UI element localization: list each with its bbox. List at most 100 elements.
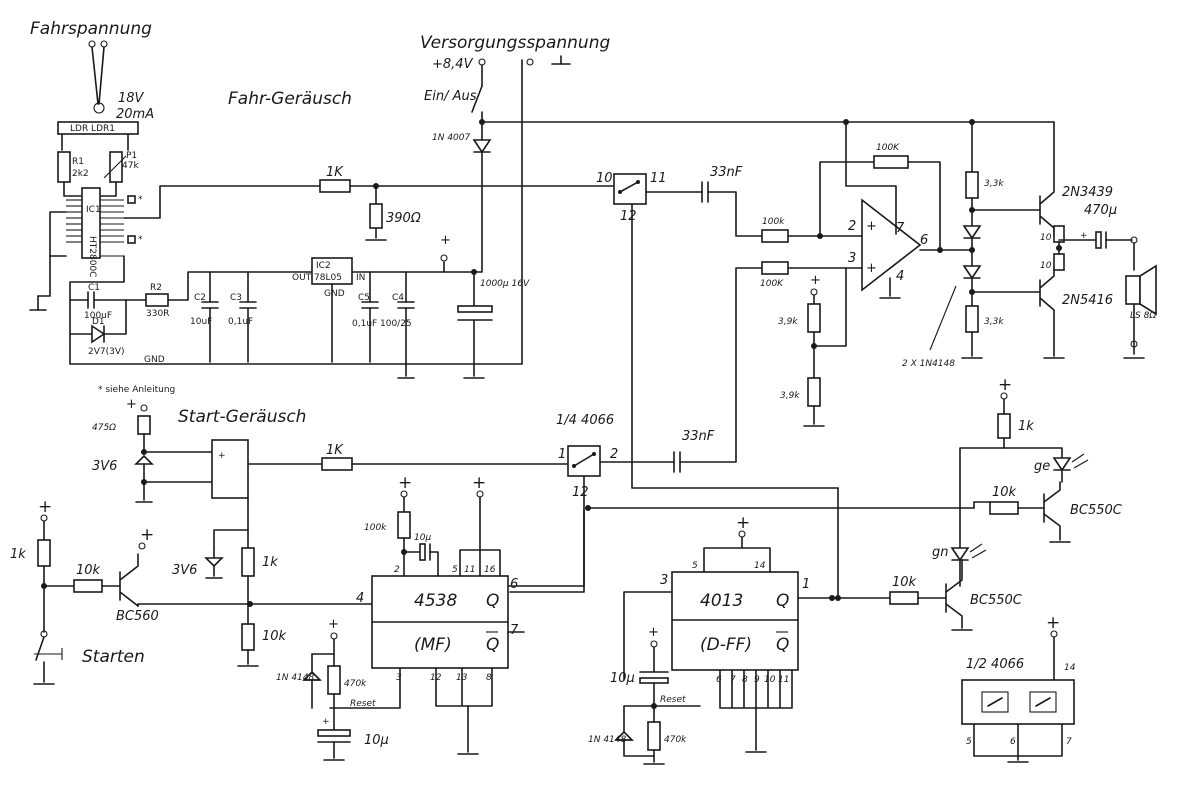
resistor-1k-mid [241, 547, 255, 577]
label-2n5416: 2N5416 [1062, 293, 1113, 308]
label-module-plus: + [218, 451, 226, 461]
label-ldr: LDR LDR1 [70, 124, 115, 134]
label-c2-value: 10uF [190, 317, 212, 327]
capacitor-33n-bottom: 33nF [673, 429, 715, 473]
label-4013-p1: 1 [802, 577, 810, 592]
label-op4: 4 [896, 269, 904, 284]
label-quarter-4066: 1/4 4066 [556, 413, 614, 428]
label-ic2-in: IN [356, 273, 365, 283]
label-10u-b: 10µ [364, 733, 389, 748]
label-sw12: 12 [620, 209, 637, 224]
label-plus-475: + [126, 397, 137, 412]
label-c3-value: 0,1uF [228, 317, 253, 327]
label-390: 390Ω [386, 211, 421, 226]
label-4013-q: Q [776, 591, 789, 611]
capacitor-c4: C4 100/25 [380, 271, 415, 363]
label-4013-qbar: Q [776, 635, 789, 655]
label-33n-top: 33nF [710, 165, 743, 180]
resistor-470k-b [647, 721, 661, 751]
resistor-1k-led [997, 413, 1011, 439]
label-100k-4538: 100k [364, 523, 387, 533]
label-siehe-anleitung: * siehe Anleitung [98, 385, 175, 395]
label-gnd: GND [144, 355, 165, 365]
capacitor-c5: C5 0,1uF [352, 271, 379, 363]
label-plus-470: + [1080, 231, 1088, 241]
label-bc560: BC560 [116, 609, 159, 624]
label-100k-a: 100k [762, 217, 785, 227]
label-4066-p6: 6 [1010, 737, 1016, 747]
label-c2: C2 [194, 293, 206, 303]
label-4013-p11: 11 [778, 675, 789, 685]
capacitor-1000u: 1000µ 16V [457, 271, 530, 377]
label-470k-b: 470k [664, 735, 687, 745]
label-r1: R1 [72, 157, 84, 167]
label-op7: 7 [896, 221, 905, 236]
label-4013-p9: 9 [754, 675, 760, 685]
diode-1n4007: 1N 4007 [432, 121, 492, 154]
label-100k-b: 100K [760, 279, 784, 289]
label-ge: ge [1034, 459, 1050, 474]
resistor-10k-bc1 [989, 501, 1019, 515]
label-sw12b: 12 [572, 485, 589, 500]
label-ein-aus: Ein/ Aus [424, 89, 477, 104]
label-4538-qbar: Q [486, 635, 499, 655]
label-c5: C5 [358, 293, 370, 303]
resistor-1k-start [321, 457, 353, 471]
label-c3: C3 [230, 293, 242, 303]
switch-starten [35, 636, 45, 661]
label-c1-value: 100uF [84, 311, 112, 321]
label-r1-value: 2k2 [72, 169, 89, 179]
label-18v: 18V [118, 91, 145, 106]
label-3k3-b: 3,3k [984, 317, 1004, 327]
label-4066-p14: 14 [1064, 663, 1076, 673]
label-10u-c: 10µ [610, 671, 635, 686]
resistor-10k-left [73, 579, 103, 593]
label-4013-p3: 3 [660, 573, 668, 588]
potentiometer-p1: P1 47k [103, 151, 139, 183]
resistor-470k-a [327, 665, 341, 695]
label-p1-value: 47k [122, 161, 139, 171]
label-sw2: 2 [610, 447, 618, 462]
label-sw11: 11 [650, 171, 667, 186]
label-4538-p5: 5 [452, 565, 458, 575]
resistor-3k9-a [807, 303, 821, 333]
label-bc550c-b: BC550C [970, 593, 1023, 608]
label-10u-a: 10µ [414, 533, 431, 543]
resistor-r1: R1 2k2 [57, 151, 89, 183]
capacitor-c2: C2 10uF [190, 271, 219, 363]
label-c1: C1 [88, 283, 100, 293]
label-plus-supply: + [440, 233, 451, 248]
transistor-bc550-b: BC550C [945, 559, 1023, 629]
label-c4-value: 100/25 [380, 319, 412, 329]
label-4013-p8: 8 [742, 675, 748, 685]
resistor-3k3-a [965, 171, 979, 199]
regulator-ic2: IC2 78L05 OUT IN GND [292, 257, 365, 363]
resistor-100k-4538 [397, 511, 411, 539]
resistor-100k-feedback [873, 155, 909, 169]
title-fahrspannung: Fahrspannung [30, 19, 152, 39]
label-10k-mid: 10k [262, 629, 287, 644]
resistor-10-b [1053, 253, 1065, 271]
resistor-1k-left [37, 539, 51, 567]
label-d1: D1 [92, 317, 105, 327]
label-dff: (D-FF) [700, 635, 752, 655]
label-1k-left: 1k [10, 547, 26, 562]
label-4538: 4538 [414, 591, 457, 611]
zener-3v6-b [204, 557, 224, 568]
analog-switch-quarter: 1/4 4066 1 2 12 [556, 413, 618, 500]
led-green: gn [932, 543, 987, 562]
label-4538-p7: 7 [510, 623, 519, 638]
label-4013-p5: 5 [692, 561, 698, 571]
label-475: 475Ω [92, 423, 116, 433]
resistor-3k3-b [965, 305, 979, 333]
zener-d1: D1 2V7(3V) [69, 299, 127, 357]
label-4013: 4013 [700, 591, 743, 611]
label-d1-value: 2V7(3V) [88, 347, 125, 357]
fahrspannung-terminals [88, 40, 108, 114]
label-4538-p6: 6 [510, 577, 518, 592]
label-2x-1n4148: 2 X 1N4148 [902, 359, 955, 369]
label-gn: gn [932, 545, 949, 560]
diode-1n4148-b: 1N 4148 [588, 705, 655, 757]
ic-4538: 4538 (MF) Q Q 4 6 7 2 5 11 16 3 12 13 8 [356, 565, 519, 683]
